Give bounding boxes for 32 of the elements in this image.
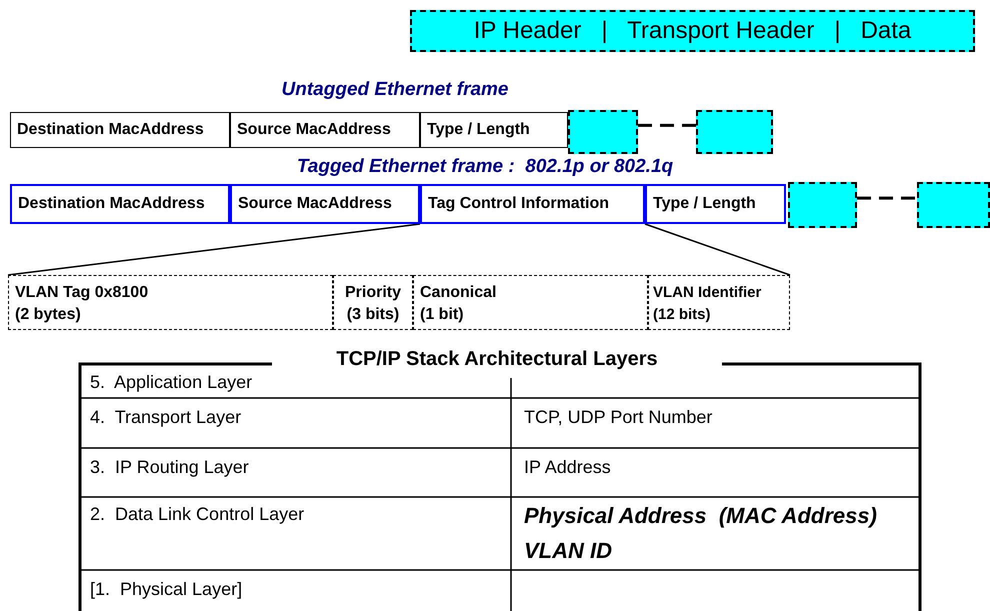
tag-field: VLAN Tag 0x8100 (2 bytes) bbox=[8, 275, 333, 330]
expansion-line bbox=[644, 223, 790, 276]
frame-field: Source MacAddress bbox=[230, 112, 420, 148]
packet-header-box: IP Header | Transport Header | Data bbox=[410, 10, 975, 52]
frame-field: Type / Length bbox=[420, 112, 568, 148]
frame-field: Destination MacAddress bbox=[10, 112, 230, 148]
dashed-connector bbox=[857, 196, 917, 200]
frame-field: Source MacAddress bbox=[230, 184, 420, 224]
tag-field: Canonical (1 bit) bbox=[413, 275, 648, 330]
frame-field: Destination MacAddress bbox=[10, 184, 230, 224]
payload-field bbox=[696, 110, 773, 154]
frame-title: Tagged Ethernet frame : 802.1p or 802.1q bbox=[296, 157, 674, 176]
tag-field: VLAN Identifier (12 bits) bbox=[648, 275, 790, 330]
layer-name: [1. Physical Layer] bbox=[90, 580, 242, 598]
frame-field: Tag Control Information bbox=[420, 184, 645, 224]
expansion-line bbox=[8, 223, 420, 276]
payload-field bbox=[917, 182, 990, 228]
frame-field: Type / Length bbox=[645, 184, 786, 224]
address-type: TCP, UDP Port Number bbox=[524, 408, 712, 426]
table-title: TCP/IP Stack Architectural Layers bbox=[336, 349, 658, 369]
layer-name: 4. Transport Layer bbox=[90, 408, 242, 426]
frame-title: Untagged Ethernet frame bbox=[282, 80, 508, 99]
tag-field: Priority (3 bits) bbox=[333, 275, 413, 330]
address-type: IP Address bbox=[524, 458, 611, 476]
address-type: VLAN ID bbox=[524, 540, 612, 562]
payload-field bbox=[568, 110, 638, 154]
layer-name: 3. IP Routing Layer bbox=[90, 458, 249, 476]
address-type: Physical Address (MAC Address) bbox=[524, 505, 877, 527]
layer-name: 5. Application Layer bbox=[90, 373, 252, 391]
dashed-connector bbox=[638, 124, 696, 127]
payload-field bbox=[788, 182, 857, 228]
layer-name: 2. Data Link Control Layer bbox=[90, 505, 304, 523]
